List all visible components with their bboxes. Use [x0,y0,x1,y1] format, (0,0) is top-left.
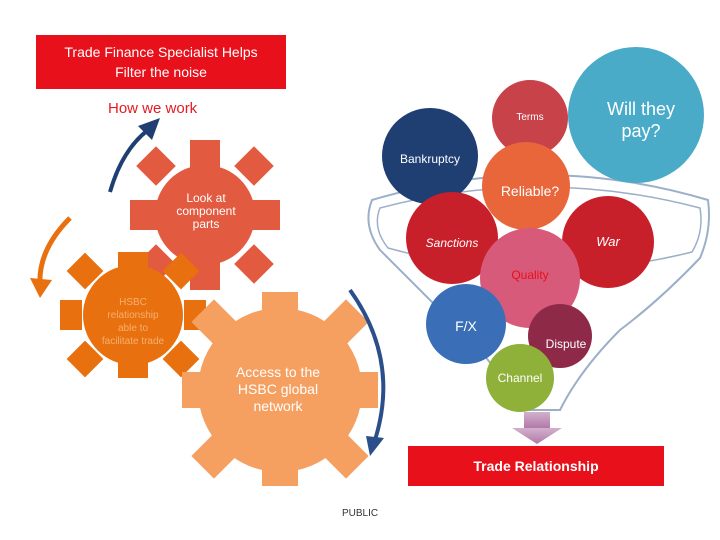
label-bankruptcy: Bankruptcy [399,152,461,166]
circle-terms [492,80,568,156]
arrow-top-curve [108,128,150,193]
subtitle-how-we-work: How we work [108,100,198,117]
label-dispute: Dispute [545,337,587,351]
arrow-bottom-curve [348,288,386,441]
gear-left-label: HSBC relationship able to facilitate tra… [101,297,165,347]
circle-quality [480,228,580,328]
gear-top-label: Look at component parts [176,191,236,231]
label-war: War [596,234,620,249]
arrow-bottom-head [366,436,384,456]
arrow-top-head [138,118,160,140]
title-box: Trade Finance Specialist Helps Filter th… [36,35,286,89]
circle-sanctions [406,192,498,284]
circle-war [562,196,654,288]
trade-relationship-bar: Trade Relationship [408,446,664,486]
circle-bankruptcy [382,108,478,204]
arrow-left-curve [37,216,72,286]
gear-top [130,140,280,290]
title-line-2: Filter the noise [115,64,207,80]
label-sanctions: Sanctions [425,236,479,250]
label-fx: F/X [455,318,477,334]
label-will-they-pay: Will they pay? [606,99,675,141]
circle-fx [426,284,506,364]
label-reliable: Reliable? [500,183,560,199]
label-channel: Channel [497,371,543,385]
circle-will-they-pay [568,47,704,183]
circle-reliable [482,142,570,230]
gear-bottom-label: Access to the HSBC global network [235,364,321,414]
circle-dispute [528,304,592,368]
circle-channel [486,344,554,412]
title-text: Trade Finance Specialist Helps Filter th… [64,42,257,82]
down-arrow [512,412,562,444]
arrow-left-head [30,278,52,298]
gear-bottom [182,292,378,486]
label-quality: Quality [511,268,549,282]
title-line-1: Trade Finance Specialist Helps [64,44,258,60]
footer-public-label: PUBLIC [342,508,379,519]
label-terms: Terms [516,112,544,123]
